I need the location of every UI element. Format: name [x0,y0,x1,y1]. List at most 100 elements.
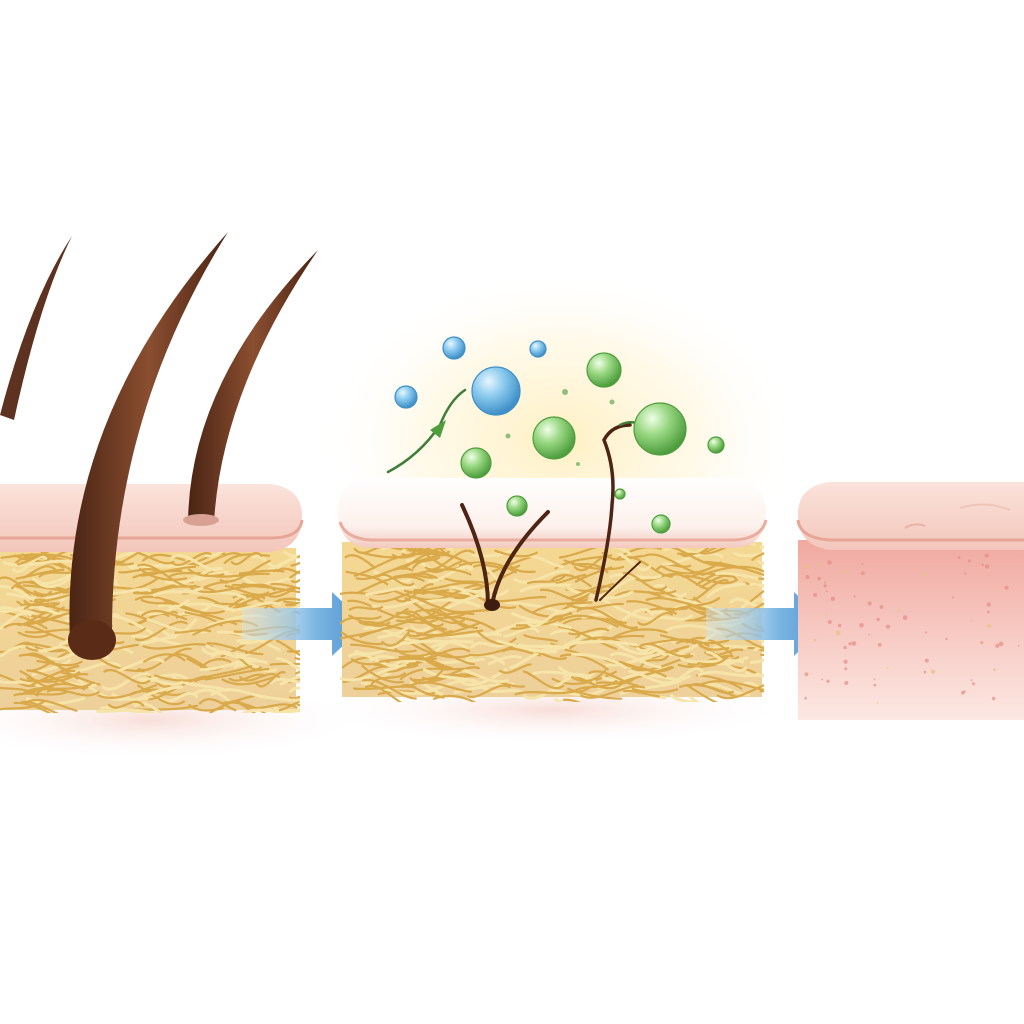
stage2-fat-strand [612,628,668,639]
stage1-fat-strand [117,657,165,672]
dermis-speckle [813,592,818,597]
stage1-fat-strand [46,688,100,697]
stage2-fat-strand [689,696,700,702]
stage1-fat-strand [275,639,300,657]
stage1-fat-strand [103,668,151,685]
wisp-1-leaf [430,420,446,438]
stage1-fat-strand [270,582,300,590]
stage1-fat-strand [267,555,300,571]
stage1-fat-strand [137,684,186,706]
stage1-fat-strand [289,695,300,700]
stage2-fat-strand [503,626,540,638]
arrow-2-shape [706,592,828,656]
dermis-speckle [957,556,961,559]
dermis-speckle [861,571,865,576]
tiny-bubble [576,462,580,466]
stage2-fat-strand [443,576,487,585]
stage2-fat-strand [412,556,440,570]
stage2-fat-strand [406,627,448,638]
stage2-fat-strand [613,641,658,656]
stage1-fat-strand [192,552,243,567]
stage2-fat-strand [753,644,764,652]
stage1-fat-strand [137,677,184,686]
stage2-fat-strand [377,690,445,699]
dermis-speckle [843,645,847,650]
dermis-speckle [873,683,877,687]
stage2-fat-strand [531,601,593,614]
stage1-fat-strand [25,652,76,673]
stage2-fat-strand [747,646,764,652]
stage2-fat-strand [716,684,764,700]
stage1-fat-strand [0,611,32,631]
stage3-skin-crease [904,523,926,529]
stage2-fat-strand [685,684,719,702]
dermis-speckle [830,596,836,601]
dermis-speckle [930,669,936,674]
green-bubble [532,416,576,460]
stage1-fat-strand [228,673,266,682]
stage1-fat-strand [238,569,285,575]
stage1-fat-strand [140,565,197,577]
dermis-speckle [898,609,900,612]
stage2-fat-strand [698,680,764,692]
stage2-fat-strand [494,549,538,558]
stage2-fat-strand [477,631,517,645]
stage1-fat-strand [31,575,70,586]
stage1-fat-strand [174,629,212,634]
stage2-fat-strand [458,561,517,574]
dermis-speckle [967,559,971,563]
stage2-fat-strand [568,627,610,636]
green-bubble [460,447,492,479]
stage1-fat-strand [138,552,175,565]
stage1-fat-strand [263,705,283,713]
stage2-fat-strand [704,648,744,657]
stage3-dermis [798,540,1024,720]
stage2-fat-strand [344,554,376,569]
stage1-fat-strand [269,662,300,666]
dermis-speckle [879,605,884,609]
dermis-speckle [804,696,807,700]
stage2-fat-strand [363,626,420,643]
stage2-fat-strand [580,685,646,699]
stage2-fat-strand [554,698,564,702]
stage2-fat-strand [345,570,389,586]
stage1-fat-strand [219,559,271,583]
stage2-fat-strand [566,640,639,647]
stage1-fat-strand [221,676,274,686]
stage1-fat-strand [102,672,151,691]
stage2-fat-strand [518,604,572,618]
stage3-speckles [804,553,1020,704]
stage2-fat-strand [421,666,480,681]
stage2-fat-strand [433,694,476,702]
stage2-fat-strand [514,690,576,696]
stage2-fat-strand [563,559,625,571]
dermis-speckle [984,564,990,569]
stage1-fat-strand [187,568,225,578]
stage2-fat-strand [573,556,603,572]
stage2-fat-strand [522,670,565,690]
dermis-speckle [826,679,830,683]
stage2-fat-strand [618,660,674,673]
stage1-fat-strand [285,603,300,607]
stage2-fat-strand [347,599,415,619]
dermis-speckle [821,678,824,681]
stage2-fat-strand [659,634,730,645]
dermis-speckle [991,696,996,701]
stage1-fat-strand [0,584,35,601]
stage1-fat-strand [140,673,190,684]
blue-bubble [471,366,521,416]
stage1-fat-strand [24,613,53,626]
hair-2 [69,232,228,653]
stage2-fat-strand [405,610,444,628]
stage2-fat-strand [645,597,710,611]
dermis-speckle [885,624,891,629]
stage2-fat-strand [370,672,406,686]
stage1-fat-strand [36,660,83,667]
stage1-fat-strand [279,675,300,686]
stage1-fat-strand [139,567,188,581]
stage1-fat-strand [162,618,197,638]
stage2-fat-strand [402,551,445,570]
stage2-fat-strand [472,563,521,570]
stage2-fat-strand [623,689,660,698]
